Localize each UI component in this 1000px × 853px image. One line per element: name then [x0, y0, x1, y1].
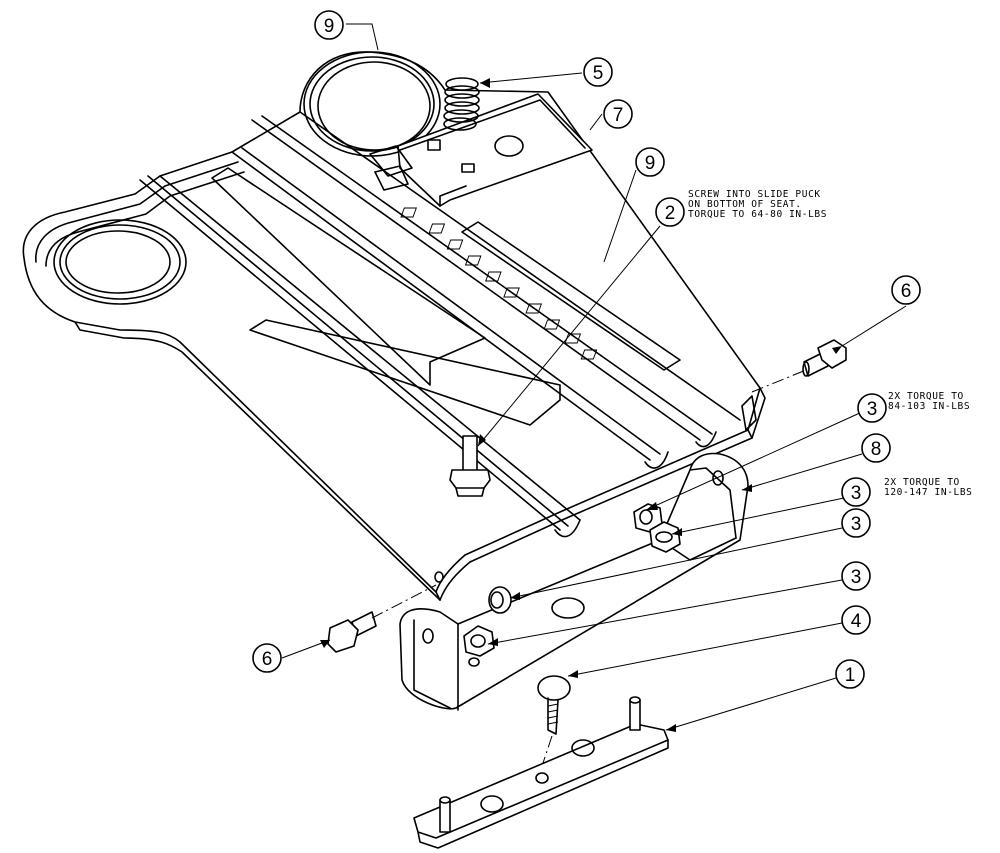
callout-9-right: 9: [635, 147, 665, 177]
note-line: 2X TORQUE TO: [884, 477, 960, 488]
callout-3-d: 3: [841, 561, 871, 591]
svg-text:7: 7: [613, 105, 624, 126]
note-line: TORQUE TO 64-80 IN-LBS: [688, 209, 828, 220]
lock-nut-2: [649, 521, 681, 553]
svg-text:3: 3: [851, 567, 862, 588]
svg-text:3: 3: [851, 483, 862, 504]
svg-text:3: 3: [851, 514, 862, 535]
seat-pan: [22, 51, 766, 601]
callout-8: 8: [861, 433, 891, 463]
note-line: 2X TORQUE TO: [888, 391, 964, 402]
note-line: SCREW INTO SLIDE PUCK: [688, 189, 821, 200]
bolt-right: [802, 339, 847, 377]
svg-text:4: 4: [851, 611, 862, 632]
arrowheads: [320, 78, 842, 732]
callout-6-right: 6: [891, 275, 921, 305]
callout-7: 7: [603, 99, 633, 129]
callout-3-a: 3: [857, 393, 887, 423]
note-line: 84-103 IN-LBS: [888, 401, 971, 412]
base-plate: [413, 696, 669, 849]
callout-6-left: 6: [252, 643, 282, 673]
note-torque-120: 2X TORQUE TO 120-147 IN-LBS: [884, 478, 972, 498]
callout-5: 5: [583, 57, 613, 87]
svg-text:6: 6: [262, 649, 273, 670]
latch-bracket: [369, 93, 593, 207]
note-torque-84: 2X TORQUE TO 84-103 IN-LBS: [888, 392, 970, 412]
note-slide-puck: SCREW INTO SLIDE PUCK ON BOTTOM OF SEAT.…: [688, 190, 827, 220]
svg-text:5: 5: [593, 63, 604, 84]
svg-text:2: 2: [665, 203, 676, 224]
svg-text:9: 9: [645, 153, 656, 174]
lock-nut-3: [463, 625, 495, 657]
adjuster-slots: [400, 207, 598, 360]
spring: [443, 77, 480, 131]
callout-1: 1: [835, 659, 865, 689]
callout-9-top: 9: [314, 10, 344, 40]
svg-text:9: 9: [324, 16, 335, 37]
stud-screw: [449, 435, 491, 497]
carriage-bolt: [537, 675, 571, 735]
svg-text:1: 1: [845, 665, 856, 686]
callout-3-b: 3: [841, 477, 871, 507]
svg-text:3: 3: [867, 399, 878, 420]
note-line: ON BOTTOM OF SEAT.: [688, 199, 802, 210]
callout-2: 2: [655, 197, 685, 227]
callout-4: 4: [841, 605, 871, 635]
callout-3-c: 3: [841, 508, 871, 538]
svg-text:6: 6: [901, 281, 912, 302]
leader-lines: [281, 23, 907, 731]
svg-text:8: 8: [871, 439, 882, 460]
bolt-left: [327, 611, 377, 653]
flat-washer: [488, 586, 512, 614]
note-line: 120-147 IN-LBS: [884, 487, 973, 498]
